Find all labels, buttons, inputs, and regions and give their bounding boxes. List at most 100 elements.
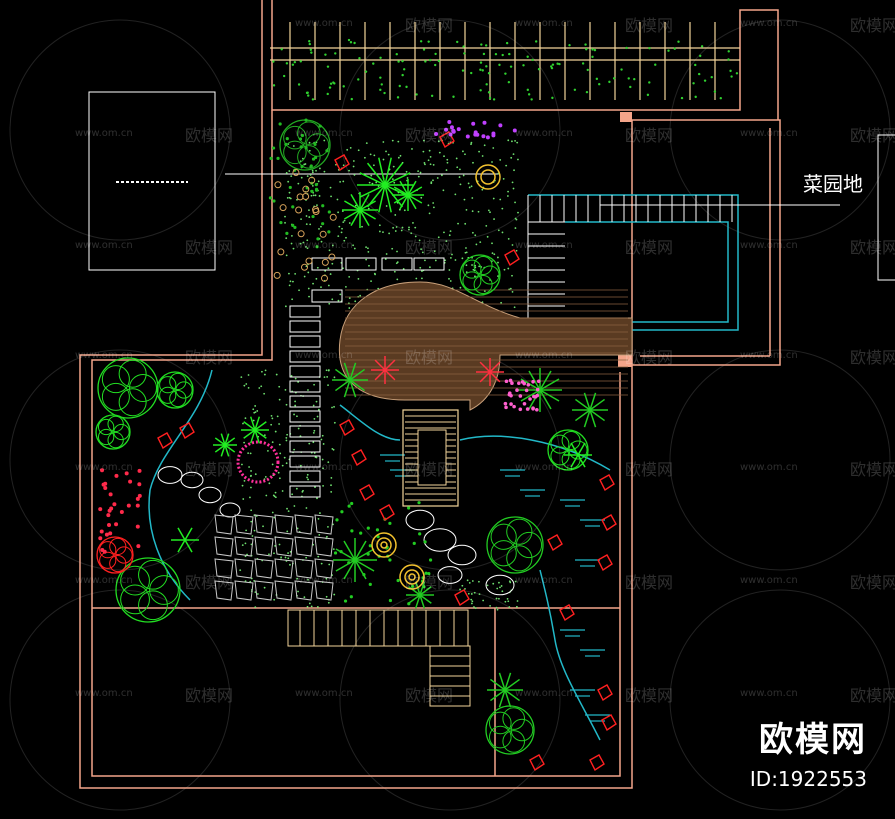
ground-dot <box>352 165 355 168</box>
ground-dot <box>314 194 317 197</box>
ground-dot <box>312 441 315 444</box>
path-stone <box>289 335 321 348</box>
ground-dot <box>244 580 247 582</box>
ground-dot <box>315 169 317 172</box>
ground-dot <box>306 247 309 250</box>
ground-dot <box>375 181 378 184</box>
ground-dot <box>316 204 318 207</box>
bridge-inner <box>417 429 447 486</box>
rock <box>597 684 613 702</box>
plant-dot <box>422 585 426 589</box>
ground-dot <box>322 467 324 470</box>
ground-dot <box>365 246 367 249</box>
ground-dot <box>261 370 263 373</box>
paving-stone <box>314 514 334 535</box>
ground-dot <box>251 535 254 537</box>
stepping-stone <box>180 471 204 489</box>
ground-dot <box>254 473 257 476</box>
red-flower <box>137 482 142 487</box>
pink-flower <box>533 394 538 399</box>
gravel-ring <box>319 230 327 238</box>
ground-dot <box>307 478 309 481</box>
ground-dot <box>250 486 252 489</box>
ground-dot <box>475 243 478 246</box>
ground-dot <box>352 160 355 162</box>
ground-dot <box>474 234 477 237</box>
ground-dot <box>340 231 343 234</box>
ground-dot <box>369 153 372 156</box>
gravel-ring <box>320 274 328 282</box>
ground-dot <box>239 569 242 572</box>
ground-dot <box>313 452 316 454</box>
watermark-url: www.om.cn <box>515 18 573 29</box>
ground-dot <box>444 259 447 262</box>
ground-dot <box>284 221 286 224</box>
plant-dot <box>325 149 329 153</box>
purple-flower <box>471 121 476 126</box>
watermark-url: www.om.cn <box>515 350 573 361</box>
ground-dot <box>385 205 388 207</box>
ground-dot <box>438 151 441 154</box>
ground-dot <box>243 479 246 482</box>
ground-dot <box>303 596 306 599</box>
ground-dot <box>312 404 315 407</box>
ground-dot <box>503 268 506 271</box>
ground-dot <box>241 463 243 466</box>
ground-dot <box>343 219 346 222</box>
ground-dot <box>332 448 335 451</box>
ground-dot <box>510 156 513 159</box>
ground-dot <box>297 381 300 383</box>
ground-dot <box>473 606 475 608</box>
ground-dot <box>396 250 398 253</box>
plant-dot <box>293 225 297 230</box>
ground-dot <box>393 270 396 273</box>
ground-dot <box>327 369 330 371</box>
ground-dot <box>348 297 351 300</box>
ground-dot <box>352 244 355 247</box>
ground-dot <box>327 267 330 270</box>
ground-dot <box>284 388 287 391</box>
ground-dot <box>333 376 336 379</box>
ground-dot <box>507 139 510 142</box>
ground-dot <box>274 496 277 499</box>
ground-dot <box>289 280 292 283</box>
path-stone <box>345 257 377 271</box>
ground-dot <box>449 280 452 282</box>
ground-dot <box>290 175 293 178</box>
ground-dot <box>354 204 357 207</box>
ground-dot <box>303 275 306 278</box>
gravel-ring <box>292 168 300 176</box>
red-flower <box>119 509 124 514</box>
ground-dot <box>322 443 325 445</box>
ground-dot <box>294 400 297 403</box>
ground-dot <box>367 250 370 253</box>
ground-dot <box>325 595 328 598</box>
ground-dot <box>294 272 297 275</box>
ground-dot <box>308 216 311 218</box>
tree-symbol <box>547 429 589 471</box>
ground-dot <box>392 165 395 168</box>
ground-dot <box>296 415 298 418</box>
ground-dot <box>508 580 511 583</box>
ground-dot <box>515 249 518 252</box>
ground-dot <box>365 258 368 261</box>
ground-dot <box>311 171 314 174</box>
stepping-stone <box>447 544 477 566</box>
ground-dot <box>250 520 253 523</box>
paving-stone <box>214 536 234 557</box>
ground-dot <box>308 602 311 605</box>
spiral-plants <box>371 164 501 590</box>
plant-dot <box>300 133 305 138</box>
ground-dot <box>471 210 474 213</box>
ground-dot <box>325 577 328 580</box>
ground-dot <box>378 224 381 227</box>
ground-dot <box>263 373 266 376</box>
ground-dot <box>511 181 514 184</box>
paving-stone <box>314 536 334 557</box>
watermark-site: 欧模网 <box>625 238 674 257</box>
pergola <box>270 22 740 100</box>
ground-dot <box>287 557 290 560</box>
ground-dot <box>458 176 461 178</box>
ground-dot <box>264 369 267 372</box>
red-flower <box>109 506 114 511</box>
